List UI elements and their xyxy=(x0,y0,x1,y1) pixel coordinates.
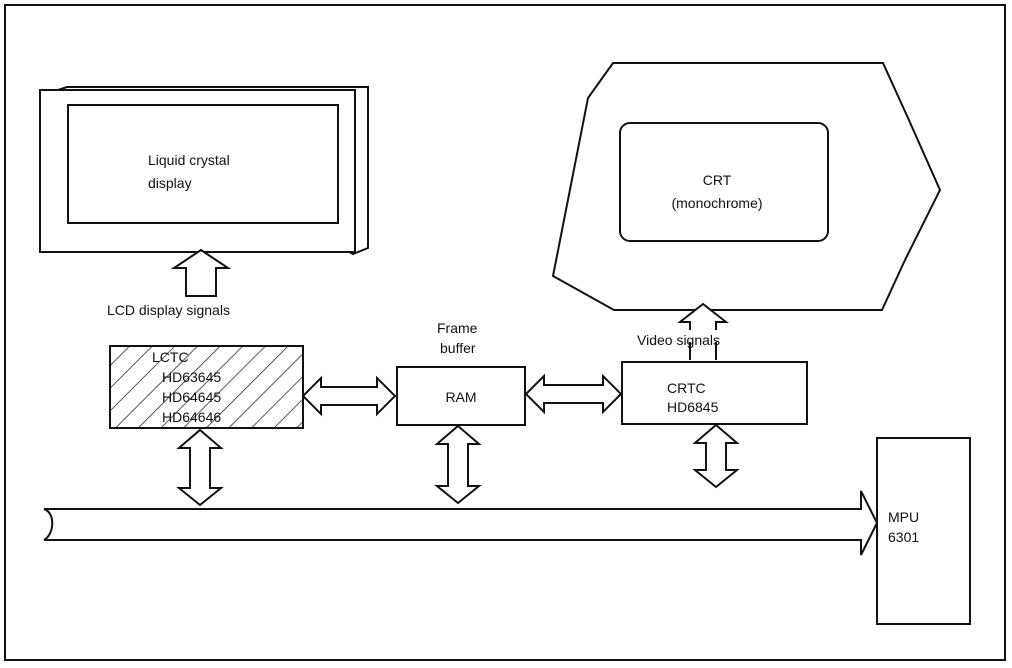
lctc-line1: LCTC xyxy=(152,349,189,365)
lcd-signals-arrow xyxy=(170,248,232,297)
lcd-label-line2: display xyxy=(148,175,192,191)
crt-monitor: CRT (monochrome) xyxy=(551,62,942,311)
ram-label: RAM xyxy=(445,389,476,405)
video-signals-label: Video signals xyxy=(637,332,720,348)
ram-bus-double-arrow xyxy=(434,424,482,505)
lctc-controller: LCTC HD63645 HD64645 HD64646 xyxy=(109,345,304,429)
lctc-bus-double-arrow xyxy=(176,428,224,507)
system-bus xyxy=(43,490,879,556)
lcd-label-line1: Liquid crystal xyxy=(148,152,230,168)
crtc-line2: HD6845 xyxy=(667,399,719,415)
diagram-frame xyxy=(4,4,1006,661)
crtc-controller: CRTC HD6845 xyxy=(621,361,808,425)
lcd-panel: Liquid crystal display xyxy=(39,86,369,256)
mpu-line1: MPU xyxy=(888,509,919,525)
video-signals-arrow xyxy=(677,302,729,360)
ram-crtc-double-arrow xyxy=(524,373,623,415)
lcd-signals-label: LCD display signals xyxy=(107,302,230,318)
frame-buffer-caption-line2: buffer xyxy=(440,340,476,356)
mpu-line2: 6301 xyxy=(888,529,919,545)
lctc-ram-double-arrow xyxy=(301,375,397,417)
lctc-line4: HD64646 xyxy=(162,409,221,425)
ram-frame-buffer: RAM xyxy=(396,366,526,426)
crt-label-line2: (monochrome) xyxy=(671,195,762,211)
crtc-bus-double-arrow xyxy=(692,423,740,489)
crt-label-line1: CRT xyxy=(703,172,732,188)
mpu-processor: MPU 6301 xyxy=(876,437,971,625)
lctc-line3: HD64645 xyxy=(162,389,221,405)
lctc-line2: HD63645 xyxy=(162,369,221,385)
crtc-line1: CRTC xyxy=(667,380,706,396)
frame-buffer-caption-line1: Frame xyxy=(437,320,478,336)
